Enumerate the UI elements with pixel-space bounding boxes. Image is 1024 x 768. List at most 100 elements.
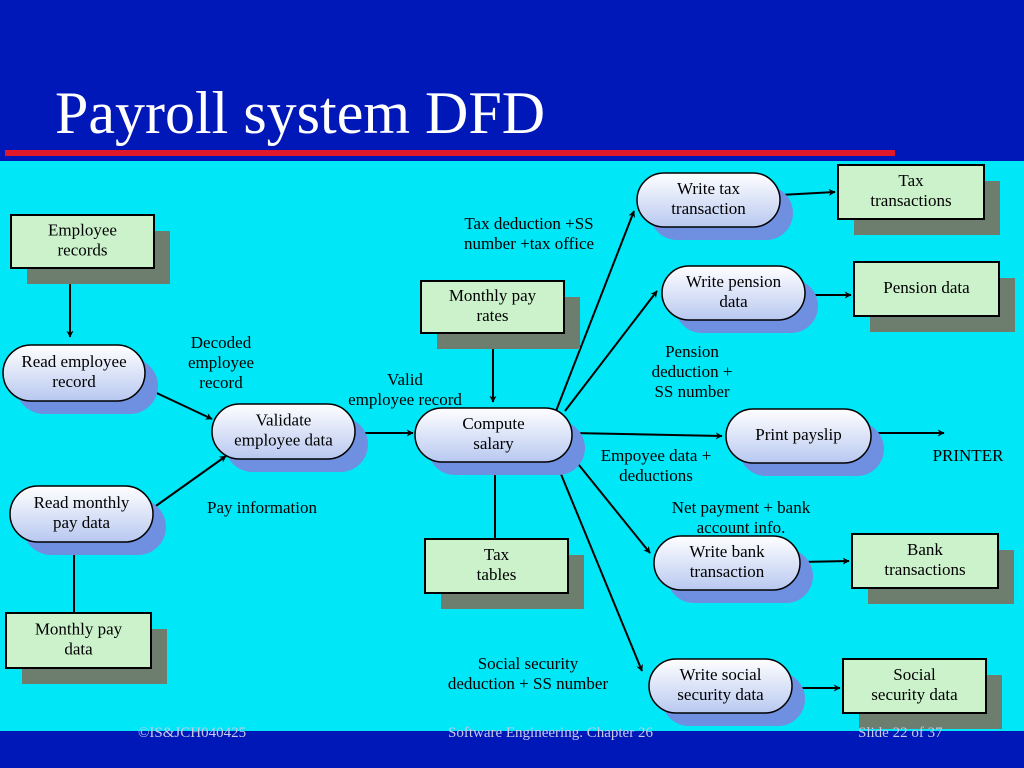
flow-read-monthly-pay-data-to-validate-employee-data [152,455,227,509]
slide-footer: ©IS&JCH040425 Software Engineering. Chap… [0,725,1024,768]
bank-transactions-label-line-2: transactions [884,560,965,579]
read-monthly-pay-data-label-line-2: pay data [53,513,111,532]
printer-sink: PRINTER [933,446,1005,465]
write-bank-transaction-label-line-1: Write bank [689,542,765,561]
employee-records-label-line-1: Employee [48,221,117,240]
compute-salary-label-line-2: salary [473,434,514,453]
write-bank-transaction-label-line-2: transaction [690,562,765,581]
flow-compute-salary-to-write-bank-transaction [565,448,651,554]
monthly-pay-rates-label-line-2: rates [476,306,508,325]
social-security-data-label-line-2: security data [871,685,958,704]
tax-tables-label-line-2: tables [477,565,517,584]
monthly-pay-rates-box [420,280,565,334]
compute-salary-bubble [414,407,573,463]
flow-label-decoded-employee-record-line-1: Decoded [191,333,252,352]
read-monthly-pay-data-bubble [9,485,154,543]
monthly-pay-data-box [5,612,152,669]
employee-records-box [10,214,155,269]
flow-label-pay-information-line-1: Pay information [207,498,318,517]
flow-label-net-payment-line-2: account info. [697,518,786,537]
printer-label-line-1: PRINTER [933,446,1005,465]
validate-employee-data-bubble [211,403,356,460]
monthly-pay-data-label-line-1: Monthly pay [35,620,123,639]
write-social-security-data-bubble [648,658,793,714]
slide-title: Payroll system DFD [55,80,546,146]
footer-copyright: ©IS&JCH040425 [138,725,247,741]
flow-label-decoded-employee-record-line-3: record [199,373,243,392]
flow-label-pension-deduction-line-3: SS number [654,382,729,401]
flow-label-pension-deduction-line-1: Pension [665,342,719,361]
write-tax-transaction-label-line-1: Write tax [677,179,741,198]
write-social-security-data-label-line-1: Write social [680,665,762,684]
flow-label-social-security-deduction-line-2: deduction + SS number [448,674,609,693]
write-pension-data-label-line-1: Write pension [686,272,782,291]
monthly-pay-rates-label-line-1: Monthly pay [449,286,537,305]
validate-employee-data-label-line-2: employee data [234,431,333,450]
print-payslip-label-line-1: Print payslip [755,425,841,444]
flow-label-pension-deduction-line-2: deduction + [652,362,733,381]
tax-transactions-label-line-1: Tax [898,171,924,190]
monthly-pay-data-label-line-2: data [64,640,93,659]
write-social-security-data-label-line-2: security data [677,685,764,704]
print-payslip-process: Print payslip [725,408,884,476]
flow-label-net-payment-line-1: Net payment + bank [672,498,811,517]
title-divider [5,150,895,156]
flow-label-tax-deduction-line-1: Tax deduction +SS [464,214,593,233]
flow-label-valid-employee-record-line-2: employee record [348,390,462,409]
flow-compute-salary-to-write-pension-data [564,290,658,412]
flow-label-employee-data-deductions: Empoyee data +deductions [601,446,712,485]
tax-tables-label-line-1: Tax [484,545,510,564]
read-monthly-pay-data-label-line-1: Read monthly [34,493,130,512]
flow-compute-salary-to-print-payslip [571,432,723,440]
flow-label-pay-information: Pay information [207,498,318,517]
pension-data-label-line-1: Pension data [883,278,970,297]
flow-compute-salary-to-write-tax-transaction [555,210,635,412]
write-tax-transaction-label-line-2: transaction [671,199,746,218]
flow-label-valid-employee-record-line-1: Valid [387,370,423,389]
flow-label-employee-data-deductions-line-1: Empoyee data + [601,446,712,465]
bank-transactions-box [851,533,999,589]
social-security-data-box [842,658,987,714]
write-tax-transaction-bubble [636,172,781,228]
pension-data-data-store: Pension data [853,261,1015,332]
tax-tables-box [424,538,569,594]
tax-transactions-box [837,164,985,220]
read-employee-record-bubble [2,344,146,402]
write-pension-data-bubble [661,265,806,321]
flow-compute-salary-to-write-social-security-data [555,461,643,672]
bank-transactions-label-line-1: Bank [907,540,943,559]
flow-write-tax-transaction-to-tax-transactions [779,188,836,196]
flow-label-decoded-employee-record-line-2: employee [188,353,254,372]
read-employee-record-label-line-2: record [52,372,96,391]
validate-employee-data-label-line-1: Validate [256,411,312,430]
footer-slide-number: Slide 22 of 37 [858,725,943,741]
footer-course: Software Engineering. Chapter 26 [448,725,653,741]
compute-salary-label-line-1: Compute [462,414,524,433]
social-security-data-label-line-1: Social [893,665,936,684]
pension-data-box [853,261,1000,317]
flow-label-social-security-deduction-line-1: Social security [478,654,579,673]
